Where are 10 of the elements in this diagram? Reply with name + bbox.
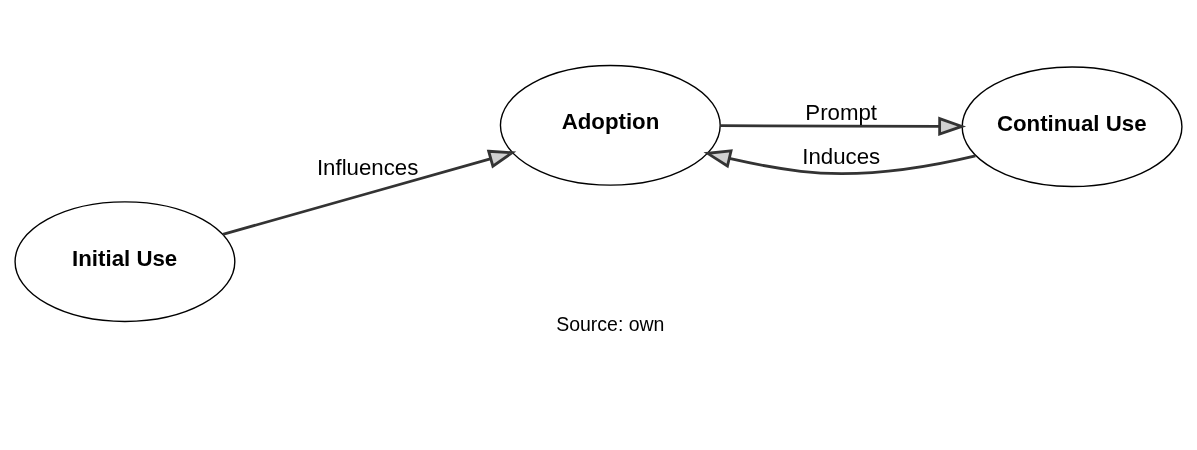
label: Source: own [556, 312, 665, 335]
edge-label: Induces [802, 143, 881, 169]
edge-label: Influences [316, 154, 419, 180]
node-ellipse: Initial Use [14, 200, 236, 322]
edge-label: Prompt [805, 99, 878, 125]
arrow [720, 116, 967, 136]
arrow [222, 149, 517, 236]
node-ellipse: Adoption [499, 64, 721, 186]
arrow [703, 148, 976, 175]
node-ellipse: Continual Use [961, 65, 1183, 187]
